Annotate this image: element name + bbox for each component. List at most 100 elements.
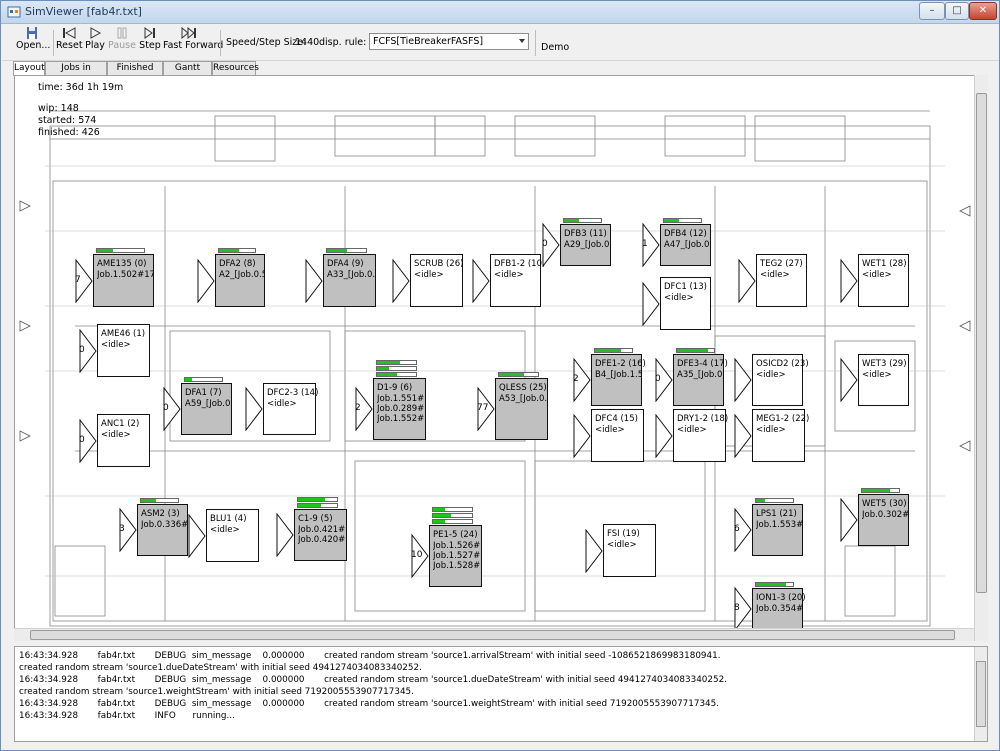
title-bar[interactable]: SimViewer [fab4r.txt] – □ ✕: [1, 1, 999, 24]
station-name: BLU1 (4): [210, 514, 247, 524]
tab-layout[interactable]: Layout: [13, 61, 45, 76]
station-dfb3[interactable]: DFB3 (11)A29_[Job.0.4: [560, 224, 611, 266]
station-teg2[interactable]: TEG2 (27)<idle>: [756, 254, 807, 307]
station-name: MEG1-2 (22): [756, 414, 810, 424]
fast-forward-button[interactable]: Fast Forward: [163, 25, 224, 59]
station-name: DFA2 (8): [219, 259, 256, 269]
progress-fill: [862, 489, 890, 492]
step-button[interactable]: Step: [137, 25, 163, 59]
minimize-button[interactable]: –: [919, 2, 945, 20]
queue-indicator: 8: [734, 587, 752, 631]
progress-fill: [499, 373, 525, 376]
station-dfa4[interactable]: DFA4 (9)A33_[Job.0.4: [323, 254, 376, 307]
station-name: DFB4 (12): [664, 229, 707, 239]
speed-step-size-label: Speed/Step Size:: [226, 37, 307, 48]
queue-count: 2: [355, 403, 361, 413]
station-name: WET3 (29): [862, 359, 907, 369]
pause-icon: [117, 27, 127, 39]
station-dfc4[interactable]: DFC4 (15)<idle>: [591, 409, 644, 462]
station-anc1[interactable]: ANC1 (2)<idle>: [97, 414, 150, 467]
station-osicd2[interactable]: OSICD2 (23)<idle>: [752, 354, 809, 406]
station-fsi[interactable]: FSI (19)<idle>: [603, 524, 656, 577]
station-pe1-5[interactable]: PE1-5 (24)Job.1.526#13Job.1.527#13Job.1.…: [429, 525, 482, 587]
station-dry1-2[interactable]: DRY1-2 (18)<idle>: [673, 409, 728, 462]
close-button[interactable]: ✕: [969, 2, 997, 20]
station-dfe1-2[interactable]: DFE1-2 (16)B4_[Job.1.55: [591, 354, 646, 406]
queue-count: 2: [573, 374, 579, 384]
station-name: ANC1 (2): [101, 419, 140, 429]
tab-jobs-in-system[interactable]: Jobs in System: [45, 61, 107, 86]
queue-count: 0: [542, 239, 548, 249]
station-dfe3-4[interactable]: DFE3-4 (17)A35_[Job.0.4: [673, 354, 728, 406]
scrollbar-thumb[interactable]: [30, 630, 955, 640]
station-ame46[interactable]: AME46 (1)<idle>: [97, 324, 150, 377]
speed-step-size-value[interactable]: 1440: [295, 37, 320, 48]
queue-triangle-icon: [734, 414, 752, 458]
queue-triangle-icon: [734, 358, 752, 402]
progress-bar: [432, 513, 473, 518]
station-name: QLESS (25): [499, 383, 547, 393]
station-meg1-2[interactable]: MEG1-2 (22)<idle>: [752, 409, 809, 462]
station-blu1[interactable]: BLU1 (4)<idle>: [206, 509, 259, 562]
scrollbar-thumb[interactable]: [976, 661, 986, 727]
play-button[interactable]: Play: [83, 25, 107, 59]
toolbar-separator: [53, 30, 54, 56]
station-asm2[interactable]: ASM2 (3)Job.0.336#60: [137, 504, 188, 556]
station-name: DFC4 (15): [595, 414, 638, 424]
log-line: 16:43:34.928 fab4r.txt DEBUG sim_message…: [19, 675, 727, 685]
queue-indicator: [585, 529, 603, 573]
station-lps1[interactable]: LPS1 (21)Job.1.553#4: [752, 504, 803, 556]
progress-bar: [663, 218, 702, 223]
queue-triangle-icon: [573, 414, 591, 458]
tab-resources[interactable]: Resources: [212, 61, 259, 75]
station-job: A59_[Job.0.3: [185, 399, 231, 409]
open-button[interactable]: Open...: [16, 25, 50, 59]
step-label: Step: [139, 40, 161, 51]
station-job: B4_[Job.1.55: [595, 370, 641, 380]
reset-button[interactable]: Reset: [56, 25, 83, 59]
station-dfb1-2[interactable]: DFB1-2 (10)<idle>: [490, 254, 545, 307]
queue-triangle-icon: [734, 508, 752, 552]
queue-triangle-icon: [738, 259, 756, 303]
log-line: created random stream 'source1.weightStr…: [19, 687, 414, 697]
station-scrub[interactable]: SCRUB (26)<idle>: [410, 254, 463, 307]
station-dfa1[interactable]: DFA1 (7)A59_[Job.0.3: [181, 383, 232, 435]
play-icon: [90, 27, 102, 39]
station-dfa2[interactable]: DFA2 (8)A2_[Job.0.57: [215, 254, 265, 307]
tab-finished-jobs[interactable]: Finished Jobs: [107, 61, 163, 86]
log-console[interactable]: 16:43:34.928 fab4r.txt DEBUG sim_message…: [14, 646, 988, 742]
queue-triangle-icon: [840, 358, 858, 402]
station-c1-9[interactable]: C1-9 (5)Job.0.421#38Job.0.420#38: [294, 509, 347, 561]
layout-horizontal-scrollbar[interactable]: [14, 628, 974, 641]
station-dfc2-3[interactable]: DFC2-3 (14)<idle>: [263, 383, 318, 435]
station-wet1[interactable]: WET1 (28)<idle>: [858, 254, 909, 307]
station-job: Job.1.551#7: [377, 394, 425, 404]
tab-gantt-chart[interactable]: Gantt Chart: [163, 61, 212, 86]
station-dfb4[interactable]: DFB4 (12)A47_[Job.0.4: [660, 224, 711, 266]
layout-vertical-scrollbar[interactable]: [974, 75, 988, 641]
station-job: <idle>: [862, 270, 892, 280]
progress-bar: [594, 348, 633, 353]
maximize-button[interactable]: □: [945, 2, 969, 20]
station-wet5[interactable]: WET5 (30)Job.0.302#72: [858, 494, 909, 546]
station-wet3[interactable]: WET3 (29)<idle>: [858, 354, 909, 406]
dispatch-rule-select[interactable]: FCFS[TieBreakerFASFS]: [369, 33, 529, 50]
progress-bar: [297, 497, 338, 502]
queue-indicator: [840, 358, 858, 402]
station-job: <idle>: [760, 270, 790, 280]
queue-triangle-icon: [642, 282, 660, 326]
station-job: <idle>: [494, 270, 524, 280]
progress-bar: [376, 366, 417, 371]
station-qless[interactable]: QLESS (25)A53_[Job.0.3: [495, 378, 548, 440]
demo-label[interactable]: Demo: [541, 42, 570, 53]
station-ion1-3[interactable]: ION1-3 (20)Job.0.354#57: [752, 588, 806, 630]
queue-triangle-icon: [79, 329, 97, 373]
scrollbar-thumb[interactable]: [976, 93, 987, 593]
queue-indicator: [188, 514, 206, 558]
station-dfc1[interactable]: DFC1 (13)<idle>: [660, 277, 711, 330]
station-ame135[interactable]: AME135 (0)Job.1.502#17: [93, 254, 154, 307]
pause-button[interactable]: Pause: [108, 25, 136, 59]
fast-forward-label: Fast Forward: [163, 40, 224, 51]
log-vertical-scrollbar[interactable]: [974, 647, 987, 741]
